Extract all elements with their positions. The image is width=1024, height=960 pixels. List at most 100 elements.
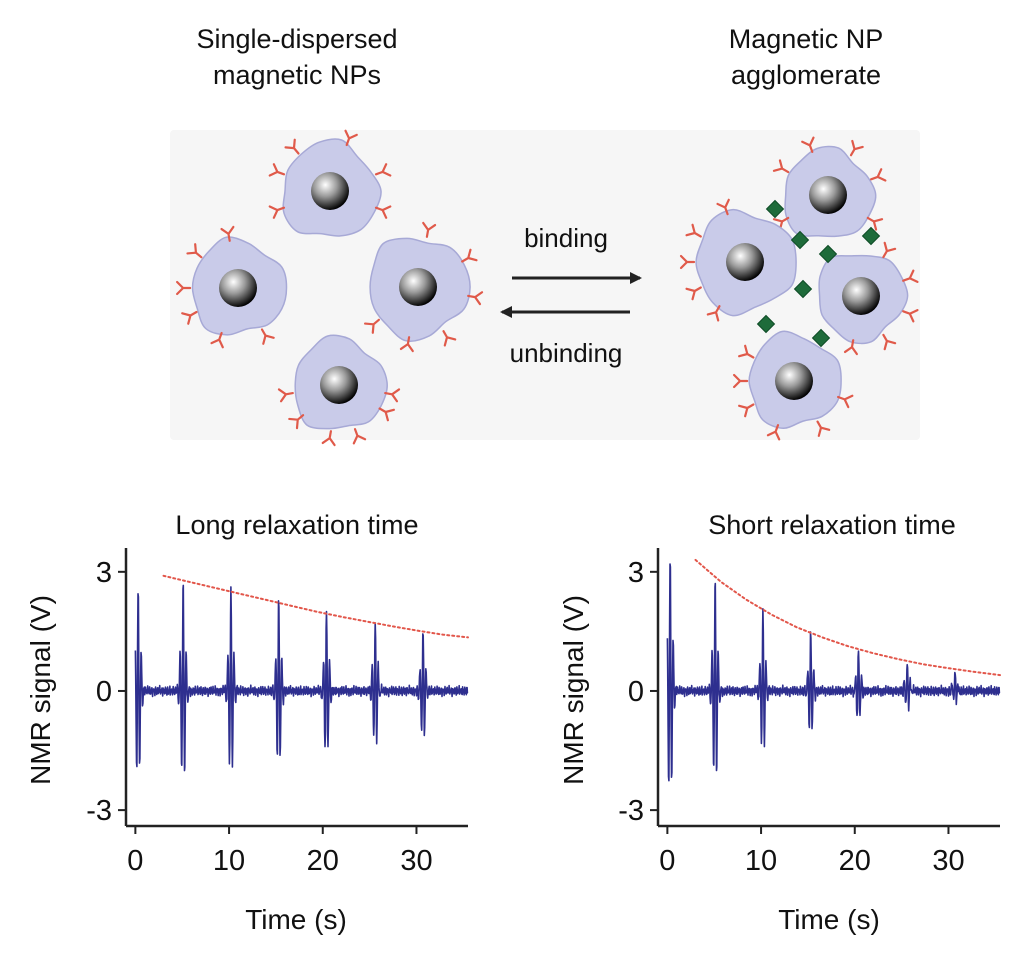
antibody-icon	[399, 336, 414, 353]
antibody-icon	[220, 225, 235, 242]
decay-envelope-line	[694, 558, 1001, 677]
nanoparticle	[277, 334, 401, 447]
antibody-icon	[384, 388, 401, 403]
antibody-icon	[706, 305, 721, 322]
antibody-icon	[288, 414, 305, 430]
antibody-icon	[866, 216, 884, 231]
x-tick-label: 20	[839, 845, 871, 877]
antibody-icon	[801, 136, 815, 153]
y-tick-label: 0	[96, 676, 112, 708]
nmr-signal-line	[666, 563, 1001, 782]
antibody-icon	[902, 269, 919, 283]
antibody-icon	[882, 333, 897, 351]
antibody-icon	[363, 318, 380, 334]
antibody-icon	[268, 205, 286, 219]
antibody-icon	[732, 373, 749, 389]
antibody-icon	[902, 309, 919, 323]
left-title-line1: Single-dispersed	[196, 24, 397, 54]
nmr-signal-line	[134, 584, 469, 772]
antibody-icon	[772, 159, 790, 174]
nanoparticle	[268, 129, 392, 237]
target-molecule-icon	[861, 226, 881, 246]
antibody-icon	[378, 407, 395, 422]
magnetic-core-icon	[809, 176, 847, 214]
target-molecule-icon	[790, 230, 810, 250]
x-tick-label: 0	[659, 845, 675, 877]
magnetic-core-icon	[311, 172, 349, 210]
x-axis-label: Time (s)	[778, 904, 880, 935]
nanoparticle-agglomerate	[679, 136, 919, 441]
x-tick-label: 30	[932, 845, 964, 877]
magnetic-core-icon	[842, 277, 880, 315]
antibody-icon	[467, 291, 484, 306]
x-axis-label: Time (s)	[245, 904, 347, 935]
chart-series	[134, 574, 469, 772]
antibody-icon	[882, 241, 897, 259]
antibody-icon	[268, 163, 286, 177]
antibody-icon	[344, 129, 358, 147]
chart-series	[666, 558, 1001, 782]
x-tick-label: 10	[213, 845, 245, 877]
decay-envelope-line	[162, 574, 469, 639]
y-tick-label: -3	[618, 795, 644, 827]
antibody-icon	[422, 221, 437, 238]
x-tick-label: 30	[400, 845, 432, 877]
chart-title: Long relaxation time	[175, 510, 418, 540]
single-dispersed-particles	[176, 129, 484, 447]
antibody-icon	[685, 223, 702, 238]
right-title-line2: agglomerate	[731, 60, 881, 90]
x-tick-label: 10	[745, 845, 777, 877]
antibody-icon	[685, 286, 702, 301]
magnetic-core-icon	[219, 269, 257, 307]
nanoparticle	[176, 225, 288, 349]
binding-label: binding	[524, 223, 608, 253]
target-molecule-icon	[793, 279, 813, 299]
antibody-icon	[284, 138, 300, 155]
unbinding-label: unbinding	[510, 338, 623, 368]
antibody-icon	[679, 254, 696, 270]
antibody-icon	[843, 339, 858, 356]
magnetic-core-icon	[775, 362, 813, 400]
binding-schematic: Single-dispersed magnetic NPs Magnetic N…	[170, 24, 920, 447]
nanoparticle	[363, 221, 484, 353]
magnetic-core-icon	[726, 243, 764, 281]
antibody-icon	[716, 198, 730, 216]
antibody-icon	[816, 420, 831, 437]
antibody-icon	[849, 139, 864, 157]
magnetic-core-icon	[399, 268, 437, 306]
y-axis-label: NMR signal (V)	[558, 595, 589, 785]
antibody-icon	[766, 424, 781, 441]
magnetic-core-icon	[320, 366, 358, 404]
target-molecule-icon	[756, 314, 776, 334]
y-tick-label: 0	[628, 676, 644, 708]
antibody-icon	[181, 310, 198, 325]
antibody-icon	[738, 344, 755, 359]
antibody-icon	[277, 388, 294, 403]
target-molecule-icon	[765, 199, 785, 219]
nanoparticle	[732, 330, 854, 441]
nanoparticle	[818, 241, 919, 356]
antibody-icon	[374, 205, 392, 219]
antibody-icon	[321, 430, 336, 447]
antibody-icon	[210, 331, 224, 349]
antibody-icon	[738, 403, 755, 418]
chart-title: Short relaxation time	[708, 510, 956, 540]
chart-axes: 0 10 20 30 -3 0 3	[618, 548, 1000, 877]
antibody-icon	[260, 328, 275, 345]
chart-short-relaxation: Short relaxation time 0 10 20 30 -3 0 3 Time (…	[558, 510, 1001, 935]
x-tick-label: 20	[307, 845, 339, 877]
nanoparticle	[679, 198, 797, 322]
antibody-icon	[186, 243, 203, 259]
right-title-line1: Magnetic NP	[729, 24, 884, 54]
antibody-icon	[836, 394, 854, 409]
antibody-icon	[374, 163, 392, 177]
y-tick-label: 3	[628, 557, 644, 589]
antibody-icon	[869, 168, 887, 182]
target-molecule-icon	[818, 244, 838, 264]
antibody-icon	[442, 330, 457, 347]
target-molecule-icon	[811, 328, 831, 348]
x-tick-label: 0	[127, 845, 143, 877]
